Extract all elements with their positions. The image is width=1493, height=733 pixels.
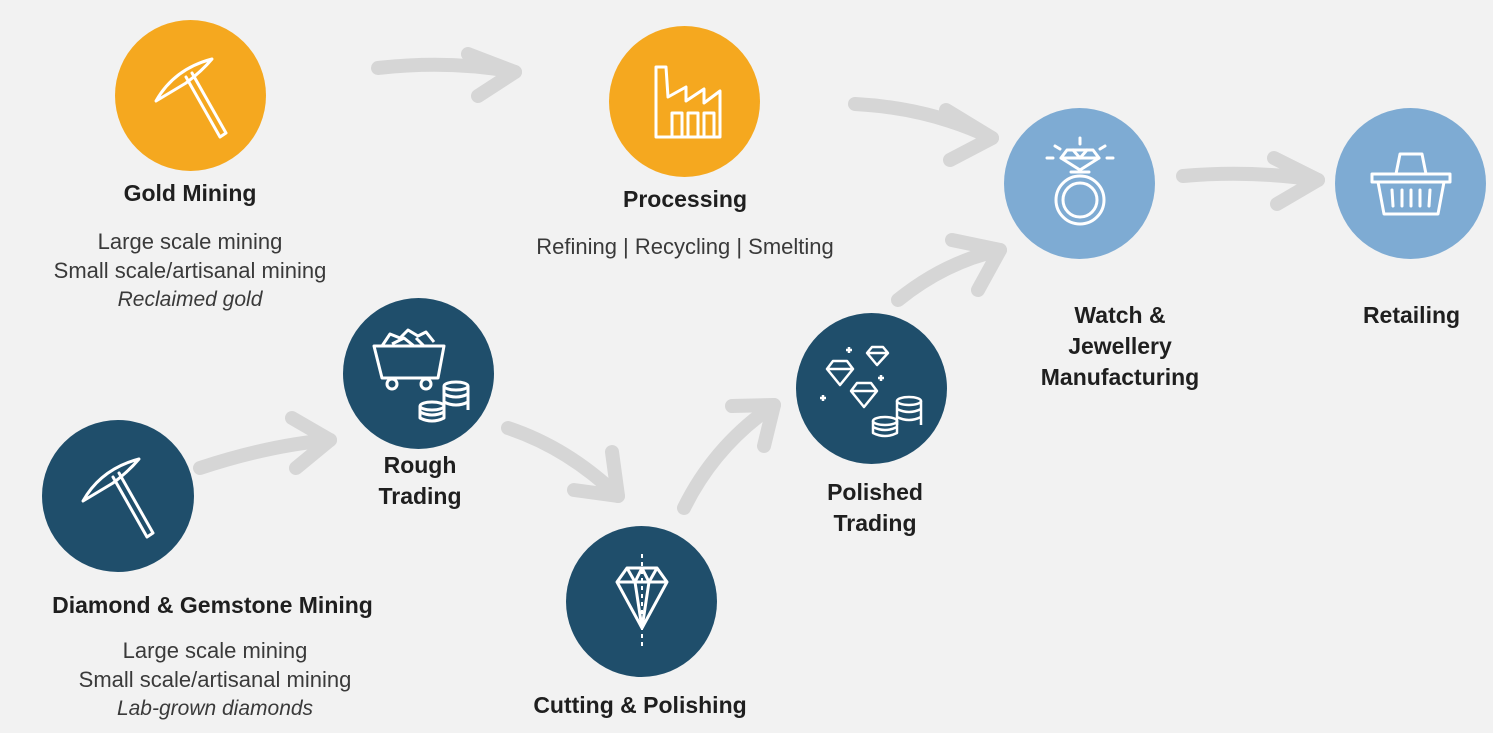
pickaxe-icon [81,457,155,539]
arrow-rough-to-cutting [501,421,625,503]
watch-line-1: Watch & [1074,302,1166,328]
polished-line-1: Polished [827,479,923,505]
rough-trading-label: Rough Trading [330,450,510,512]
gems-coins-icon [819,345,922,437]
watch-line-2: Jewellery [1068,333,1172,359]
arrow-watch-to-retail [1176,151,1325,211]
gold-mining-label: Gold Mining [123,180,257,206]
diamond-mining-details: Large scale mining Small scale/artisanal… [25,636,405,723]
diamond-ring-icon [1045,136,1114,225]
processing-details: Refining | Recycling | Smelting [536,234,834,259]
watch-jewellery-circle [1004,108,1155,259]
diamond-detail-1: Large scale mining [122,638,308,663]
rough-trading-circle [343,298,494,449]
diamond-detail-2: Small scale/artisanal mining [78,667,352,692]
rough-line-2: Trading [378,483,462,509]
retailing-label: Retailing [1362,302,1461,328]
watch-line-3: Manufacturing [1040,364,1200,390]
pickaxe-icon [154,57,227,138]
gold-detail-italic: Reclaimed gold [117,288,263,311]
diamond-mining-circle [42,420,194,572]
mine-cart-coins-icon [372,328,469,422]
cutting-polishing-label: Cutting & Polishing [533,692,747,718]
processing-circle [609,26,760,177]
arrow-mining-to-rough [193,411,337,475]
gold-detail-2: Small scale/artisanal mining [53,258,327,283]
diamond-detail-italic: Lab-grown diamonds [116,697,314,720]
arrow-gold-to-processing [371,47,522,103]
gold-mining-circle [115,20,266,171]
arrow-cutting-to-polished [677,398,781,515]
gold-detail-1: Large scale mining [97,229,283,254]
arrow-processing-to-watch [848,97,999,167]
retailing-circle [1335,108,1486,259]
factory-icon [654,65,721,138]
rough-line-1: Rough [383,452,457,478]
processing-label: Processing [623,186,747,212]
cut-diamond-icon [615,553,668,650]
gold-mining-details: Large scale mining Small scale/artisanal… [0,227,380,314]
diamond-mining-label: Diamond & Gemstone Mining [52,592,373,618]
watch-jewellery-label: Watch & Jewellery Manufacturing [980,300,1260,393]
arrow-polished-to-watch [891,233,1007,307]
shopping-basket-icon [1370,152,1451,215]
polished-trading-label: Polished Trading [785,477,965,539]
polished-line-2: Trading [833,510,917,536]
cutting-polishing-circle [566,526,717,677]
polished-trading-circle [796,313,947,464]
